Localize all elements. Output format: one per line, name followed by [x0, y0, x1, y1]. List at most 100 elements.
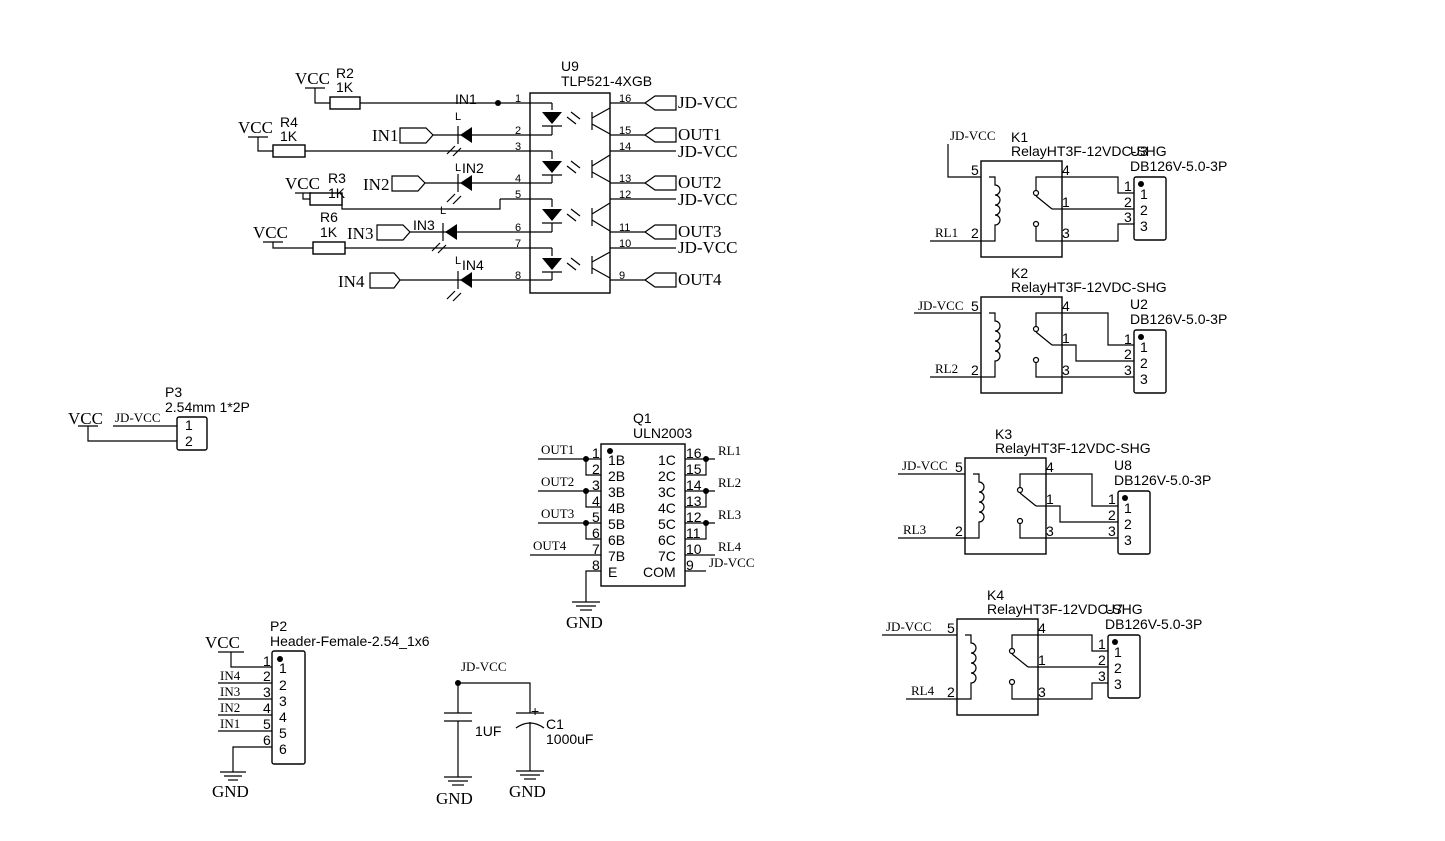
k2-conn-num-1: 1 — [1124, 331, 1132, 347]
k3-pin-3: 3 — [1046, 523, 1054, 539]
k1-conn-pin-2: 2 — [1140, 202, 1148, 218]
relay-k3: K3 RelayHT3F-12VDC-SHG JD-VCC 5 4 1 2 3 … — [898, 426, 1211, 555]
k2-pin-3: 3 — [1062, 362, 1070, 378]
u9-pin-10: 10 — [619, 238, 631, 250]
q1-lnum-4: 4 — [592, 493, 600, 509]
k2-conn-num-2: 2 — [1124, 346, 1132, 362]
q1-net-rl4: RL4 — [718, 539, 742, 554]
q1-lnum-7: 7 — [592, 541, 600, 557]
led-label-in1: IN1 — [455, 91, 477, 107]
u9-pin-11: 11 — [619, 222, 630, 234]
k4-conn-num-1: 1 — [1098, 636, 1106, 652]
k1-conn-pin-3: 3 — [1140, 218, 1148, 234]
p2-ref: P2 — [270, 618, 287, 634]
k4-pin-4: 4 — [1038, 620, 1046, 636]
p2-num-5: 5 — [263, 716, 271, 732]
k4-net-rl: RL4 — [911, 683, 935, 698]
k2-pin-5: 5 — [971, 298, 979, 314]
q1-net-rl3: RL3 — [718, 507, 741, 522]
k2-ref: K2 — [1011, 265, 1028, 281]
k3-conn-pin-1: 1 — [1124, 500, 1132, 516]
k2-conn-part: DB126V-5.0-3P — [1130, 311, 1227, 327]
p2-net-in3: IN3 — [220, 684, 240, 699]
q1-rnum-15: 15 — [686, 461, 702, 477]
q1-net-rl2: RL2 — [718, 475, 741, 490]
k2-conn-num-3: 3 — [1124, 362, 1132, 378]
q1-net-out3: OUT3 — [541, 506, 574, 521]
u9-pin-13: 13 — [619, 173, 631, 185]
q1-lnum-1: 1 — [592, 445, 600, 461]
q1-rpin-15: 2C — [658, 468, 676, 484]
indicator-led-2: IN2 L — [305, 150, 500, 205]
p2-pin-3: 3 — [279, 693, 287, 709]
k3-conn-pin-2: 2 — [1124, 516, 1132, 532]
p2-pin-5: 5 — [279, 725, 287, 741]
u9-net-12: JD-VCC — [678, 190, 738, 209]
relay-k1: JD-VCC K1 RelayHT3F-12VDC-SHG 5 4 1 2 3 … — [930, 128, 1227, 258]
k3-pin-1: 1 — [1046, 491, 1054, 507]
k2-net-rl: RL2 — [935, 361, 958, 376]
k3-conn-num-3: 3 — [1108, 523, 1116, 539]
k1-conn-pin-1: 1 — [1140, 186, 1148, 202]
u9-pin-4: 4 — [515, 173, 521, 185]
r6-value: 1K — [320, 224, 338, 240]
u9-pin-6: 6 — [515, 222, 521, 234]
q1-net-out1: OUT1 — [541, 442, 574, 457]
p3-ref: P3 — [165, 384, 182, 400]
p2-pin-1: 1 — [279, 660, 287, 676]
p2-net-in2: IN2 — [220, 700, 240, 715]
p3-part: 2.54mm 1*2P — [165, 399, 250, 415]
k1-pin-2: 2 — [971, 225, 979, 241]
q1-rpin-11: 6C — [658, 532, 676, 548]
r4-ref: R4 — [280, 114, 298, 130]
p2-part: Header-Female-2.54_1x6 — [270, 633, 430, 649]
q1-part: ULN2003 — [633, 425, 692, 441]
q1-lpin-2: 2B — [608, 468, 625, 484]
k3-ref: K3 — [995, 426, 1012, 442]
k2-pin-2: 2 — [971, 362, 979, 378]
k4-conn-ref: U7 — [1105, 601, 1123, 617]
opto-led-3 — [530, 198, 611, 233]
connector-p3: P3 2.54mm 1*2P VCC JD-VCC 1 2 — [68, 384, 250, 451]
k1-net-jdvcc: JD-VCC — [950, 128, 996, 143]
u9-pin-3: 3 — [515, 141, 521, 153]
c1-value: 1000uF — [546, 731, 593, 747]
q1-rpin-16: 1C — [658, 452, 676, 468]
u9-pin-7: 7 — [515, 238, 521, 250]
u9-net-16: JD-VCC — [678, 93, 738, 112]
q1-lpin-6: 6B — [608, 532, 625, 548]
u9-net-in4: IN4 — [338, 272, 365, 291]
u9-pin-15: 15 — [619, 125, 631, 137]
resistor-r6: VCC R6 1K — [253, 209, 346, 255]
q1-rpin-13: 4C — [658, 500, 676, 516]
u9-pin-1: 1 — [515, 93, 521, 105]
vcc-label-r6: VCC — [253, 223, 288, 242]
k3-net-rl: RL3 — [903, 522, 926, 537]
led-l-4: L — [455, 255, 461, 267]
opto-led-4 — [530, 247, 611, 281]
q1-lnum-2: 2 — [592, 461, 600, 477]
k1-conn-num-2: 2 — [1124, 194, 1132, 210]
k4-conn-pin-2: 2 — [1114, 660, 1122, 676]
k1-conn-num-3: 3 — [1124, 209, 1132, 225]
p3-pin-2: 2 — [185, 433, 193, 449]
u9-net-11: OUT3 — [678, 222, 721, 241]
p2-num-4: 4 — [263, 700, 271, 716]
c1-ref: C1 — [546, 716, 564, 732]
led-label-in4: IN4 — [462, 257, 484, 273]
q1-lpin-5: 5B — [608, 516, 625, 532]
q1-net-rl1: RL1 — [718, 443, 741, 458]
connector-p2: P2 Header-Female-2.54_1x6 1 2 3 4 5 6 1 … — [205, 618, 430, 801]
u9-net-10: JD-VCC — [678, 238, 738, 257]
relay-k2: K2 RelayHT3F-12VDC-SHG JD-VCC 5 4 1 2 3 … — [914, 265, 1227, 394]
led-label-in2: IN2 — [462, 160, 484, 176]
k2-pin-4: 4 — [1062, 298, 1070, 314]
k1-pin-3: 3 — [1062, 225, 1070, 241]
capacitor-group: JD-VCC 1UF GND + C1 1000uF GND — [436, 659, 593, 808]
q1-lnum-6: 6 — [592, 525, 600, 541]
q1-rnum-13: 13 — [686, 493, 702, 509]
q1-left-nums: 1 2 3 4 5 6 7 8 — [592, 445, 600, 573]
q1-net-out4: OUT4 — [533, 538, 567, 553]
q1-rnum-9: 9 — [686, 557, 694, 573]
